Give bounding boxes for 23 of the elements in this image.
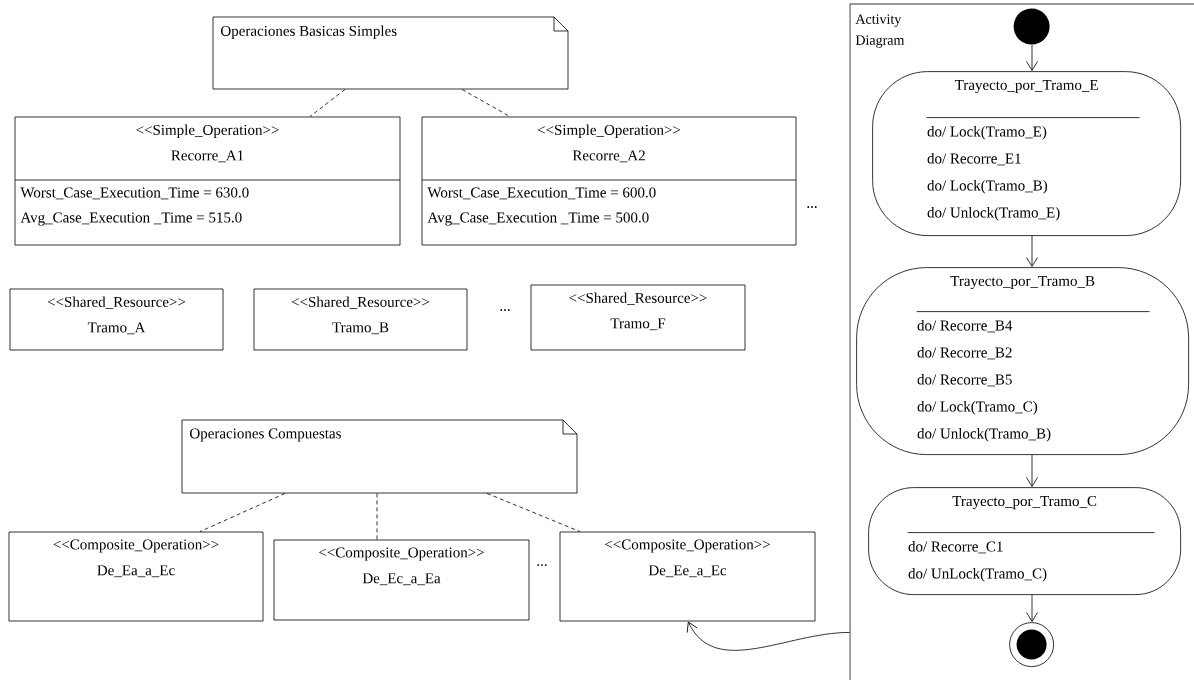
- class-box: <<Composite_Operation>> De_Ee_a_Ec: [559, 531, 816, 622]
- note-box: Operaciones Compuestas: [181, 419, 578, 494]
- ellipsis: ...: [537, 564, 547, 566]
- initial-node: [1013, 8, 1050, 45]
- arrow: [1026, 44, 1038, 71]
- class-box: <<Composite_Operation>> De_Ec_a_Ea: [273, 539, 530, 621]
- ellipsis: ...: [500, 309, 510, 311]
- frame-title: Activity Diagram: [855, 14, 905, 48]
- arrow: [686, 621, 850, 651]
- arrow: [1026, 235, 1038, 267]
- note-box: Operaciones Basicas Simples: [212, 16, 569, 90]
- class-box: <<Simple_Operation>> Recorre_A1 Worst_Case_Execution_Time = 630.0 Avg_Case_Execution _Time = 515.0: [14, 116, 401, 246]
- class-box: <<Shared_Resource>> Tramo_F: [530, 284, 746, 351]
- final-node: [1009, 622, 1054, 667]
- class-box: <<Composite_Operation>> De_Ea_a_Ec: [8, 531, 264, 622]
- class-box: <<Shared_Resource>> Tramo_B: [253, 288, 468, 351]
- state-box: Trayecto_por_Tramo_C do/ Recorre_C1 do/ UnLock(Tramo_C): [868, 487, 1181, 595]
- class-box: <<Shared_Resource>> Tramo_A: [9, 288, 224, 351]
- state-box: Trayecto_por_Tramo_B do/ Recorre_B4 do/ Recorre_B2 do/ Recorre_B5 do/ Lock(Tramo_C) do/ Unlock(Tramo_B): [856, 267, 1189, 455]
- arrow: [1026, 454, 1038, 487]
- class-box: <<Simple_Operation>> Recorre_A2 Worst_Case_Execution_Time = 600.0 Avg_Case_Execution _Time = 500.0: [421, 116, 797, 246]
- arrow: [1026, 594, 1038, 622]
- state-box: Trayecto_por_Tramo_E do/ Lock(Tramo_E) do/ Recorre_E1 do/ Lock(Tramo_B) do/ Unlock(Tramo_E): [872, 71, 1181, 236]
